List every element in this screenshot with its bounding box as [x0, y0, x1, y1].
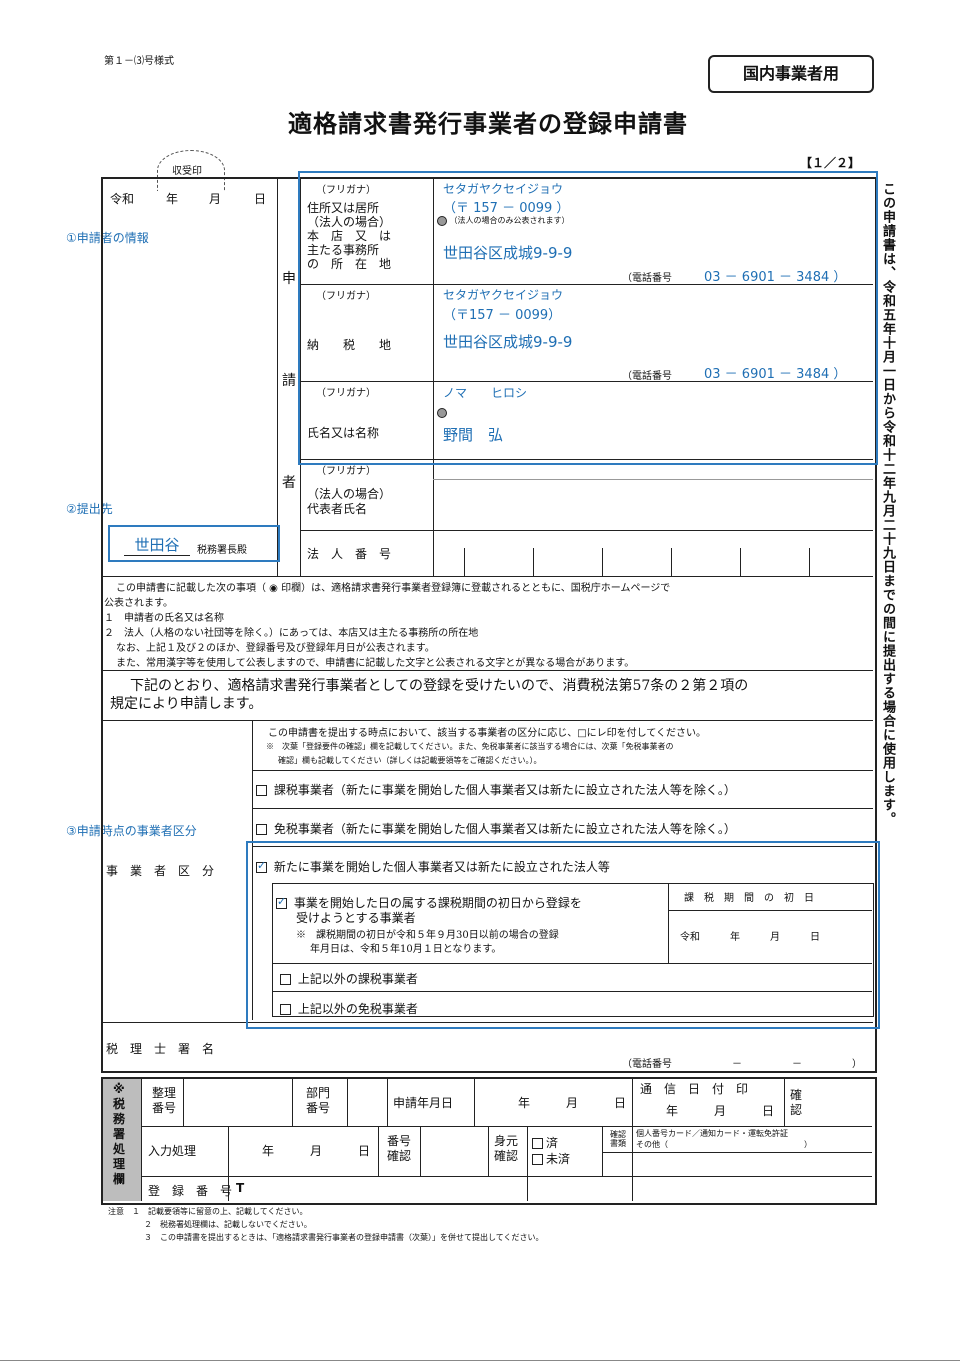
confirm-label: 確認 [790, 1088, 803, 1117]
name-label: 氏名又は名称 [307, 426, 380, 440]
address-value[interactable]: 世田谷区成城9-9-9 [443, 244, 573, 262]
phone-label-1: （電話番号 [622, 273, 672, 284]
tax-place-label: 納 税 地 [307, 338, 392, 352]
phone-value-1[interactable]: 03 － 6901 － 3484 ） [704, 270, 847, 285]
category-label: 事 業 者 区 分 [106, 864, 215, 878]
page-title: 適格請求書発行事業者の登録申請書 [288, 110, 688, 138]
option-new-business[interactable]: 新たに事業を開始した個人事業者又は新たに設立された法人等 [256, 858, 610, 875]
checkbox-identity-done[interactable] [532, 1138, 543, 1149]
publish-note-1: （法人の場合のみ公表されます） [437, 215, 570, 226]
doc-cards: 個人番号カード／通知カード・運転免許証 [636, 1129, 788, 1138]
receipt-stamp-label: 収受印 [172, 166, 202, 177]
publish-dot-icon [437, 215, 447, 226]
checkbox-taxable[interactable] [256, 785, 267, 796]
publish-dot-icon [437, 407, 447, 418]
number-check-label: 番号確認 [387, 1134, 412, 1163]
applicant-char-1: 申 [282, 271, 296, 287]
page-indicator: 【１／２】 [800, 156, 861, 170]
application-date-label: 申請年月日 [393, 1096, 454, 1110]
domestic-badge: 国内事業者用 [708, 55, 874, 93]
bumon-label: 部門番号 [306, 1086, 331, 1115]
checkbox-exempt[interactable] [256, 824, 267, 835]
name-value[interactable]: 野間 弘 [443, 426, 504, 444]
sub-option-note-1: ※ 課税期間の初日が令和５年９月30日以前の場合の登録 [296, 930, 559, 941]
phone-label-2: （電話番号 [622, 371, 672, 382]
annotation-applicant: ①申請者の情報 [66, 231, 149, 245]
checkbox-register-start[interactable] [276, 895, 287, 909]
address-kana[interactable]: セタガヤクセイジョウ [443, 182, 564, 196]
highlight-category [246, 841, 880, 1029]
annotation-category: ③申請時点の事業者区分 [66, 824, 197, 838]
postmark-date: 年 月 日 [666, 1104, 775, 1118]
side-note: この申請書は、令和五年十月一日から令和十二年九月二十九日までの間に提出する場合に… [880, 182, 895, 826]
form-number: 第１－⑶号様式 [104, 56, 174, 67]
publish-dot-2 [437, 402, 447, 421]
office-use-side [103, 1079, 141, 1201]
address-zip[interactable]: （〒 157 － 0099 ） [443, 201, 570, 216]
highlight-office [108, 525, 280, 562]
phone-value-2[interactable]: 03 － 6901 － 3484 ） [704, 367, 847, 382]
doc-check-label: 確認書類 [610, 1130, 626, 1148]
tax-place-address[interactable]: 世田谷区成城9-9-9 [443, 333, 573, 351]
sub-option-other-taxable[interactable]: 上記以外の課税事業者 [280, 970, 418, 987]
registration-number-label: 登 録 番 号 [148, 1184, 233, 1198]
period-value[interactable]: 令和 年 月 日 [680, 932, 820, 943]
sub-option-register-start-2: 受けようとする事業者 [296, 911, 416, 925]
date-year: 年 [166, 192, 179, 206]
furigana-label-4: （フリガナ） [316, 466, 376, 477]
furigana-label-2: （フリガナ） [316, 291, 376, 302]
category-intro-2: ※ 次葉「登録要件の確認」欄を記載してください。また、免税事業者に該当する場合に… [266, 742, 674, 751]
doc-other: その他（ ） [636, 1140, 812, 1149]
registration-number-prefix: T [236, 1181, 245, 1195]
checkbox-other-exempt[interactable] [280, 1004, 291, 1015]
postmark-label: 通 信 日 付 印 [640, 1082, 749, 1096]
form-frame [101, 177, 877, 1073]
checkbox-new-business[interactable] [256, 859, 267, 873]
name-kana[interactable]: ノマ ヒロシ [443, 386, 528, 400]
corp-number-label: 法 人 番 号 [307, 547, 392, 561]
tax-place-kana[interactable]: セタガヤクセイジョウ [443, 288, 564, 302]
tax-office-suffix: 税務署長殿 [197, 545, 247, 556]
address-label: 住所又は居所（法人の場合）本 店 又 は主たる事務所の 所 在 地 [307, 201, 392, 271]
highlight-applicant [298, 171, 878, 465]
receipt-stamp-area [157, 150, 225, 191]
furigana-label-1: （フリガナ） [316, 185, 376, 196]
period-head: 課 税 期 間 の 初 日 [684, 893, 814, 904]
sub-option-note-2: 年月日は、令和５年10月１日となります。 [310, 944, 502, 955]
input-date: 年 月 日 [262, 1144, 371, 1158]
sub-option-other-exempt[interactable]: 上記以外の免税事業者 [280, 1000, 418, 1017]
applicant-char-3: 者 [282, 475, 296, 491]
tax-place-zip[interactable]: （〒157 － 0099） [443, 308, 562, 323]
option-exempt[interactable]: 免税事業者（新たに事業を開始した個人事業者又は新たに設立された法人等を除く。） [256, 820, 736, 837]
accountant-label: 税 理 士 署 名 [106, 1042, 215, 1056]
office-use-table [101, 1077, 877, 1205]
sub-option-register-start[interactable]: 事業を開始した日の属する課税期間の初日から登録を [276, 894, 582, 911]
representative-label: （法人の場合）代表者氏名 [307, 487, 392, 516]
checkbox-identity-not-done[interactable] [532, 1154, 543, 1165]
option-taxable[interactable]: 課税事業者（新たに事業を開始した個人事業者又は新たに設立された法人等を除く。） [256, 781, 736, 798]
furigana-label-3: （フリガナ） [316, 388, 376, 399]
publication-notice: この申請書に記載した次の事項（ ◉ 印欄）は、適格請求書発行事業者登録簿に登載さ… [104, 583, 671, 669]
new-business-subbox [272, 883, 874, 1017]
input-label: 入力処理 [148, 1144, 197, 1158]
date-day: 日 [254, 192, 267, 206]
identity-done[interactable]: 済 [532, 1134, 558, 1151]
applicant-char-2: 請 [282, 373, 296, 389]
category-intro-3: 確認」欄も記載してください（詳しくは記載要領等をご確認ください。）。 [278, 756, 542, 765]
identity-not-done[interactable]: 未済 [532, 1150, 570, 1167]
accountant-phone[interactable]: （電話番号 － － ） [622, 1059, 862, 1070]
identity-check-label: 身元確認 [494, 1134, 519, 1163]
category-intro-1: この申請書を提出する時点において、該当する事業者の区分に応じ、□にレ印を付してく… [268, 728, 707, 739]
footnotes: 注意 １ 記載要領等に留意の上、記載してください。 ２ 税務署処理欄は、記載しな… [108, 1207, 544, 1242]
application-date-value: 年 月 日 [518, 1096, 627, 1110]
checkbox-other-taxable[interactable] [280, 974, 291, 985]
application-statement: 下記のとおり、適格請求書発行事業者としての登録を受けたいので、消費税法第57条の… [110, 678, 749, 712]
date-era: 令和 [110, 192, 135, 206]
tax-office-name[interactable]: 世田谷 [124, 534, 190, 556]
seiri-label: 整理番号 [152, 1086, 177, 1115]
date-month: 月 [209, 192, 222, 206]
